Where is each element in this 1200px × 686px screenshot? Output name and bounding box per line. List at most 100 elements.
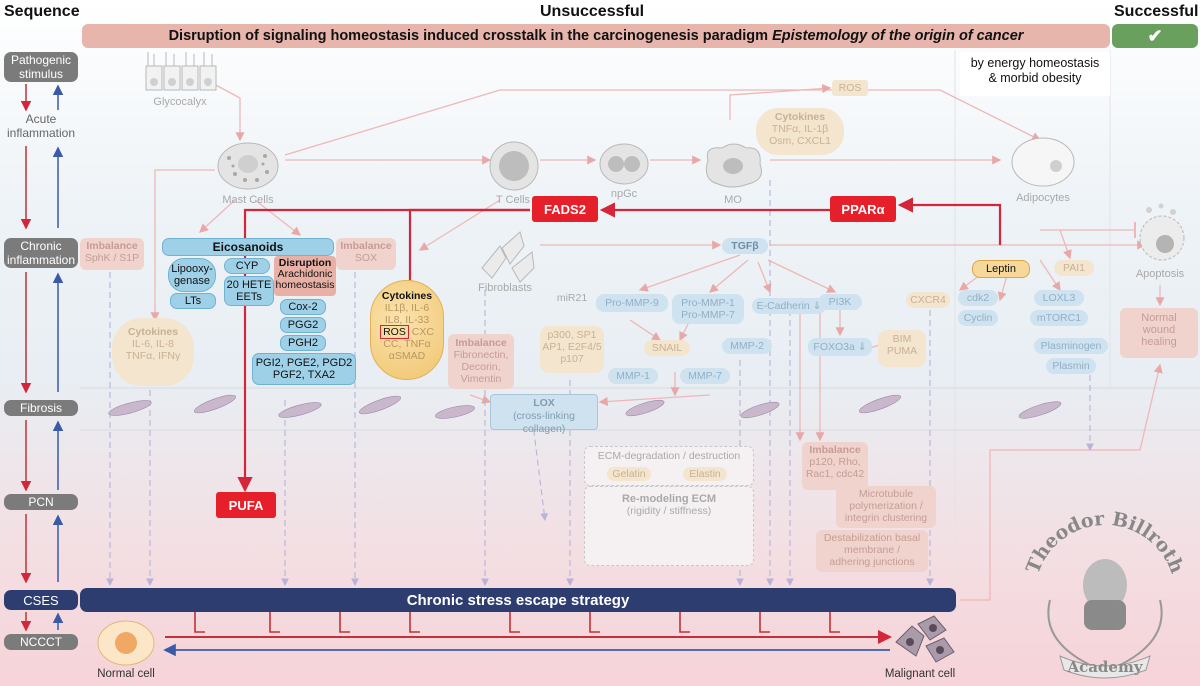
malignant-cell-icon bbox=[895, 615, 955, 663]
step-acute-inflammation: Acute inflammation bbox=[6, 112, 76, 140]
imbalance-rho: Imbalance p120, Rho, Rac1, cdc42 bbox=[802, 442, 868, 490]
energy-note-line1: by energy homeostasis bbox=[970, 56, 1100, 70]
plasmin-node: Plasmin bbox=[1046, 358, 1096, 374]
cox2-node: Cox-2 bbox=[280, 299, 326, 315]
prostanoids-node: PGI2, PGE2, PGD2 PGF2, TXA2 bbox=[252, 353, 356, 385]
disruption-box: Disruption Arachidonic homeostasis bbox=[274, 256, 336, 296]
cytokines-left: Cytokines IL-6, IL-8 TNFα, IFNγ bbox=[112, 318, 194, 386]
plasminogen-node: Plasminogen bbox=[1034, 338, 1108, 354]
leptin-node: Leptin bbox=[972, 260, 1030, 278]
glycocalyx-icon bbox=[145, 52, 217, 91]
imbalance-sox-text: SOX bbox=[354, 252, 378, 264]
step-cses: CSES bbox=[4, 590, 78, 610]
lipoxygenase-node: Lipooxy- genase bbox=[168, 258, 216, 292]
pgh2-node: PGH2 bbox=[280, 335, 326, 351]
destabilization-node: Destabilization basal membrane / adherin… bbox=[816, 530, 928, 572]
imbalance-sox: Imbalance SOX bbox=[336, 238, 396, 270]
cytokines-main-line5: αSMAD bbox=[388, 350, 426, 362]
normal-wound-healing: Normal wound healing bbox=[1120, 308, 1198, 358]
elastin-node: Elastin bbox=[683, 467, 727, 481]
mmp7-node: MMP-7 bbox=[680, 368, 730, 384]
npgc-icon bbox=[599, 143, 649, 185]
p300-node: p300, SP1 AP1, E2F4/5 p107 bbox=[540, 326, 604, 373]
fibroblasts-icon bbox=[481, 231, 535, 283]
pi3k-node: PI3K bbox=[818, 294, 862, 310]
sequence-header: Sequence bbox=[4, 3, 80, 20]
imbalance-sphk: Imbalance SphK / S1P bbox=[80, 238, 144, 270]
disruption-title: Disruption bbox=[278, 257, 332, 269]
hete-eets-node: 20 HETE EETs bbox=[224, 276, 274, 306]
imbalance-ecm-text: Fibronectin, Decorin, Vimentin bbox=[453, 349, 509, 385]
lox-node: LOX (cross-linking collagen) bbox=[490, 394, 598, 435]
step-pcn: PCN bbox=[4, 494, 78, 510]
title-banner: Disruption of signaling homeostasis indu… bbox=[82, 24, 1110, 48]
step-chronic-inflammation: Chronic inflammation bbox=[4, 238, 78, 268]
cyp-node: CYP bbox=[224, 258, 270, 274]
normal-cell-icon bbox=[97, 620, 155, 666]
lox-title: LOX bbox=[533, 397, 555, 409]
mmp1-node: MMP-1 bbox=[608, 368, 658, 384]
successful-header: Successful bbox=[1114, 3, 1199, 20]
pro-mmp9-node: Pro-MMP-9 bbox=[596, 294, 668, 312]
cytokines-main-title: Cytokines bbox=[381, 290, 433, 302]
cses-bar: Chronic stress escape strategy bbox=[80, 588, 956, 612]
ros-highlight: ROS bbox=[380, 325, 409, 339]
step-nccct: NCCCT bbox=[4, 634, 78, 650]
imbalance-rho-text: p120, Rho, Rac1, cdc42 bbox=[805, 456, 865, 480]
imbalance-sphk-title: Imbalance bbox=[86, 240, 138, 252]
cdk2-node: cdk2 bbox=[958, 290, 998, 306]
snail-node: SNAIL bbox=[644, 340, 690, 356]
banner-italic-text: Epistemology of the origin of cancer bbox=[772, 28, 1024, 44]
adipocyte-icon bbox=[1011, 137, 1075, 187]
apoptosis-label: Apoptosis bbox=[1135, 268, 1185, 280]
foxo3a-node: FOXO3a ⇓ bbox=[808, 338, 872, 356]
laurel-icon: Theodor Billroth Academy bbox=[1022, 508, 1188, 679]
mast-cells-label: Mast Cells bbox=[222, 194, 274, 206]
remodeling-ecm-box: Re-modeling ECM (rigidity / stiffness) bbox=[584, 486, 754, 566]
mmp2-node: MMP-2 bbox=[722, 338, 772, 354]
gelatin-node: Gelatin bbox=[607, 467, 651, 481]
t-cells-label: T Cells bbox=[495, 194, 531, 206]
eicosanoids-header: Eicosanoids bbox=[162, 238, 334, 256]
tgfb-node: TGFβ bbox=[722, 238, 768, 254]
cytokines-main-line2: IL8, IL-33 bbox=[384, 314, 430, 326]
cytokines-main-line4: CC, TNFα bbox=[383, 338, 431, 350]
fibroblasts-label: Fibroblasts bbox=[478, 282, 532, 294]
cytokines-left-text: IL-6, IL-8 TNFα, IFNγ bbox=[125, 338, 181, 362]
banner-main-text: Disruption of signaling homeostasis indu… bbox=[168, 28, 773, 44]
lox-text: (cross-linking collagen) bbox=[513, 410, 575, 435]
disruption-text: Arachidonic homeostasis bbox=[275, 268, 335, 291]
pro-mmp17-node: Pro-MMP-1 Pro-MMP-7 bbox=[672, 294, 744, 324]
logo-academy-text: Academy bbox=[1066, 658, 1143, 676]
cytokines-top: Cytokines TNFα, IL-1β Osm, CXCL1 bbox=[756, 108, 844, 155]
normal-cell-label: Normal cell bbox=[97, 668, 155, 680]
cytokines-left-title: Cytokines bbox=[127, 326, 179, 338]
bim-puma-node: BIM PUMA bbox=[878, 330, 926, 367]
loxl3-node: LOXL3 bbox=[1034, 290, 1084, 306]
cytokines-main-cxc: CXC bbox=[411, 326, 434, 338]
remodeling-text: (rigidity / stiffness) bbox=[626, 505, 712, 517]
mast-cell-icon bbox=[217, 142, 279, 190]
npgc-label: npGc bbox=[610, 188, 638, 200]
malignant-cell-label: Malignant cell bbox=[884, 668, 956, 680]
cytokines-top-text: TNFα, IL-1β Osm, CXCL1 bbox=[769, 123, 831, 147]
mtorc1-node: mTORC1 bbox=[1030, 310, 1088, 326]
lts-node: LTs bbox=[170, 293, 216, 309]
ecm-degradation-label: ECM-degradation / destruction bbox=[597, 450, 741, 462]
imbalance-rho-title: Imbalance bbox=[809, 444, 861, 456]
imbalance-ecm: Imbalance Fibronectin, Decorin, Vimentin bbox=[448, 334, 514, 389]
imbalance-sox-title: Imbalance bbox=[340, 240, 392, 252]
cyclin-node: Cyclin bbox=[958, 310, 998, 326]
apoptosis-icon bbox=[1139, 203, 1185, 261]
billroth-academy-logo: Theodor Billroth Academy bbox=[1010, 480, 1200, 680]
energy-note: by energy homeostasis & morbid obesity bbox=[960, 52, 1110, 96]
energy-note-line2: & morbid obesity bbox=[988, 71, 1082, 85]
cytokines-main-line1: IL1β, IL-6 bbox=[384, 302, 430, 314]
cxcr4-node: CXCR4 bbox=[906, 292, 950, 308]
ros-top: ROS bbox=[832, 80, 868, 96]
e-cadherin-node: E-Cadherin ⇓ bbox=[752, 298, 826, 314]
adipocytes-label: Adipocytes bbox=[1016, 192, 1070, 204]
fads2-box: FADS2 bbox=[532, 196, 598, 222]
check-icon: ✔ bbox=[1112, 24, 1198, 48]
macrophage-icon bbox=[705, 143, 762, 188]
